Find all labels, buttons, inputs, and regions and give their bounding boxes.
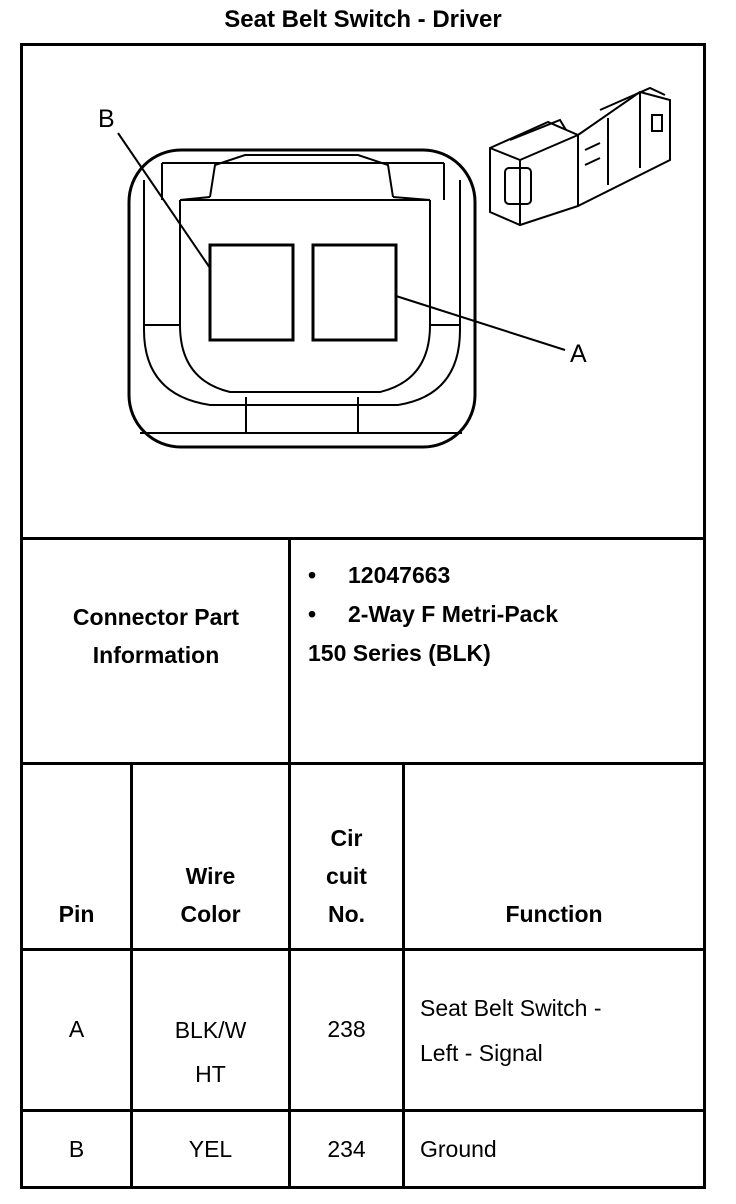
divider [130, 762, 133, 1189]
bullet: • [308, 562, 317, 588]
wire-color-line2: HT [195, 1061, 226, 1087]
connector-info-label-line2: Information [92, 642, 220, 668]
header-wire-color: Wire Color [133, 857, 288, 933]
header-function: Function [505, 901, 603, 927]
callout-b-leader [117, 132, 211, 269]
connector-housing [127, 148, 477, 449]
connector-sheet [20, 43, 706, 1189]
function-line1: Seat Belt Switch - [420, 995, 602, 1021]
page-title: Seat Belt Switch - Driver [224, 6, 502, 33]
bullet: • [308, 601, 317, 627]
header-circuit-line3: No. [327, 901, 366, 927]
table-cell-pin: A [68, 1016, 85, 1042]
header-pin: Pin [58, 901, 95, 927]
terminal-cavities [208, 243, 398, 342]
table-cell-function: Ground [420, 1136, 497, 1162]
divider [20, 948, 706, 951]
header-circuit-no: Cir cuit No. [291, 819, 402, 933]
cavity-b [208, 243, 295, 342]
connector-info-list: • 12047663 • 2-Way F Metri-Pack 150 Series… [308, 556, 698, 673]
header-wire-color-line1: Wire [185, 863, 236, 889]
wire-color-line1: BLK/W [174, 1017, 247, 1043]
divider [288, 537, 291, 1189]
table-cell-wire-color: YEL [188, 1136, 233, 1162]
divider [20, 1109, 706, 1112]
header-circuit-line1: Cir [330, 825, 363, 851]
divider [20, 537, 706, 540]
table-cell-pin: B [68, 1136, 85, 1162]
callout-b-label: B [98, 105, 115, 133]
connector-description-item: • 2-Way F Metri-Pack [308, 595, 698, 634]
table-cell-function: Seat Belt Switch - Left - Signal [420, 986, 700, 1076]
table-cell-wire-color: BLK/W HT [133, 1008, 288, 1096]
connector-info-label: Connector Part Information [23, 598, 289, 674]
connector-series: 150 Series (BLK) [308, 640, 491, 666]
connector-description: 2-Way F Metri-Pack [348, 601, 559, 627]
connector-face-diagram: B A [98, 86, 671, 449]
callout-leaders [117, 132, 566, 351]
header-circuit-line2: cuit [326, 863, 367, 889]
connector-inner-outline [140, 154, 462, 434]
header-wire-color-line2: Color [180, 901, 241, 927]
connector-thumbnail-body [489, 120, 579, 227]
connector-part-number-item: • 12047663 [308, 556, 698, 595]
table-cell-circuit: 234 [327, 1136, 366, 1162]
divider [402, 762, 405, 1189]
connector-info-label-line1: Connector Part [72, 604, 240, 630]
table-cell-circuit: 238 [327, 1016, 366, 1042]
part-number: 12047663 [348, 562, 451, 588]
connector-thumbnail [489, 86, 671, 227]
cavity-a [311, 243, 398, 342]
callout-a-label: A [570, 340, 587, 368]
function-line2: Left - Signal [420, 1040, 543, 1066]
divider [20, 762, 706, 765]
callout-a-leader [395, 295, 566, 351]
